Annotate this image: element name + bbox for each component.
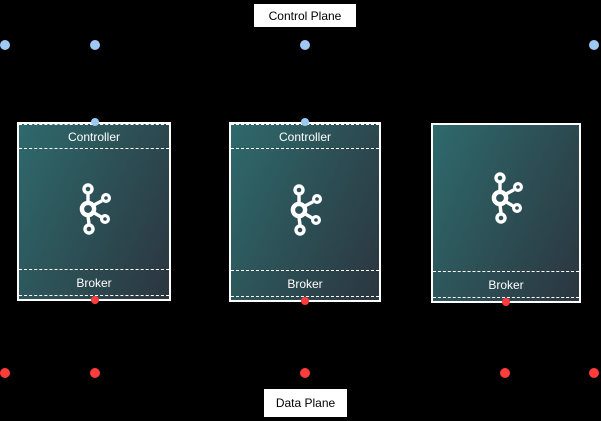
data-plane-endpoint-dot xyxy=(0,368,10,378)
node-body xyxy=(19,149,169,269)
broker-section: Broker xyxy=(19,269,169,296)
control-plane-endpoint-dot xyxy=(0,40,10,50)
node-broker-port-dot xyxy=(502,298,510,306)
kafka-node-2: Controller Broker xyxy=(229,122,381,302)
node-broker-port-dot xyxy=(91,296,99,304)
control-plane-endpoint-dot xyxy=(589,40,599,50)
node-controller-port-dot xyxy=(91,118,99,126)
node-body xyxy=(231,149,379,270)
kafka-logo-icon xyxy=(79,183,112,235)
control-plane-endpoint-dot xyxy=(300,40,310,50)
data-plane-endpoint-dot xyxy=(300,368,310,378)
kafka-logo-icon xyxy=(290,183,323,236)
broker-section: Broker xyxy=(231,270,379,297)
kafka-node-3: Broker xyxy=(431,123,581,303)
data-plane-label: Data Plane xyxy=(264,389,347,417)
control-plane-label: Control Plane xyxy=(254,4,356,27)
controller-section: Controller xyxy=(19,124,169,149)
controller-section: Controller xyxy=(231,124,379,149)
broker-section: Broker xyxy=(433,271,579,298)
kafka-node-1: Controller Broker xyxy=(17,122,171,301)
data-plane-endpoint-dot xyxy=(500,368,510,378)
control-plane-endpoint-dot xyxy=(90,40,100,50)
data-plane-endpoint-dot xyxy=(589,368,599,378)
data-plane-endpoint-dot xyxy=(90,368,100,378)
node-broker-port-dot xyxy=(301,297,309,305)
kafka-logo-icon xyxy=(491,172,524,224)
node-body xyxy=(433,125,579,271)
node-controller-port-dot xyxy=(301,118,309,126)
